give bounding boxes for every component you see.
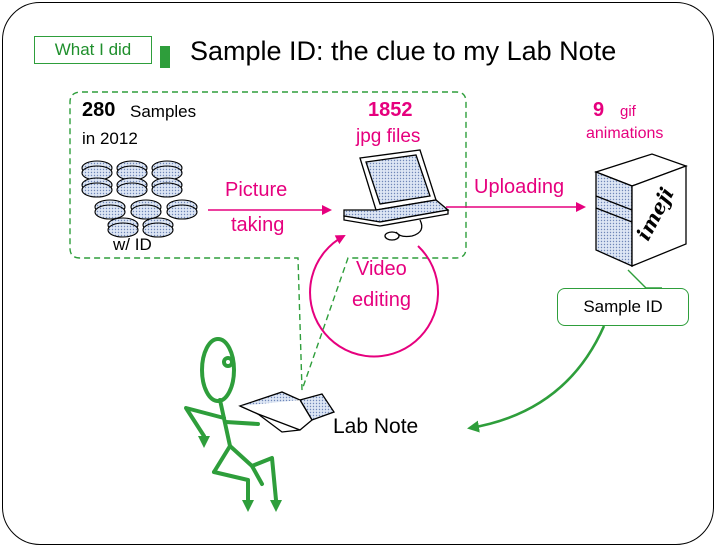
page-title: Sample ID: the clue to my Lab Note (190, 36, 617, 66)
sample-year: in 2012 (82, 129, 138, 148)
lab-note-label: Lab Note (333, 415, 419, 438)
picture-count: 1852 (368, 99, 413, 121)
dashed-callout (69, 91, 467, 391)
server-icon (594, 153, 688, 268)
stick-figure-feet-icon (198, 436, 282, 512)
gif-count: 9 (593, 99, 605, 121)
sample-id-box: Sample ID (557, 288, 689, 326)
gif-unit-2: animations (586, 125, 664, 142)
sample-id-note: w/ ID (113, 235, 152, 254)
picture-taking-label-1: Picture (225, 179, 288, 201)
sample-unit: Samples (130, 102, 197, 121)
picture-unit: jpg files (356, 126, 421, 147)
stick-figure-icon (184, 337, 278, 502)
sample-id-arrow (467, 325, 606, 433)
gif-unit: gif (620, 103, 636, 120)
video-editing-label-2: editing (352, 289, 411, 311)
sample-discs-icon (81, 160, 198, 238)
what-i-did-tag: What I did (34, 36, 152, 64)
book-icon (238, 391, 335, 433)
video-editing-label-1: Video (356, 258, 407, 280)
video-loop-arrow (309, 235, 440, 358)
server-callout-tail (627, 269, 662, 289)
uploading-label: Uploading (474, 176, 565, 198)
sample-count: 280 (82, 99, 116, 121)
title-accent-bar (160, 46, 170, 68)
picture-taking-label-2: taking (231, 214, 285, 236)
laptop-icon (343, 149, 450, 241)
